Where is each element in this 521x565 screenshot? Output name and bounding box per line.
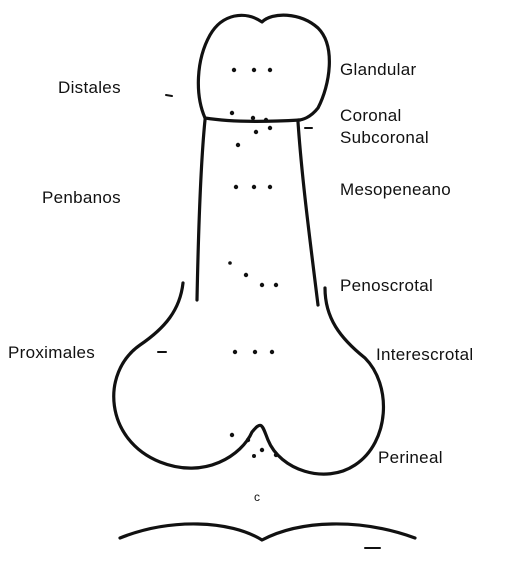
- label-perineal: Perineal: [378, 448, 443, 468]
- dots-subcoronal: [236, 126, 272, 147]
- label-interescrotal: Interescrotal: [376, 345, 473, 365]
- label-subcoronal: Subcoronal: [340, 128, 429, 148]
- label-proximales: Proximales: [8, 343, 95, 363]
- shaft-left-outline: [197, 120, 205, 300]
- label-mesopeneano: Mesopeneano: [340, 180, 451, 200]
- dots-interescrotal: [233, 350, 274, 354]
- label-glandular: Glandular: [340, 60, 416, 80]
- dots-mesopeneano: [234, 185, 272, 189]
- label-coronal: Coronal: [340, 106, 402, 126]
- label-penoscrotal: Penoscrotal: [340, 276, 433, 296]
- label-small-mark: c: [254, 490, 260, 504]
- dots-penoscrotal: [228, 261, 278, 287]
- label-distales: Distales: [58, 78, 121, 98]
- scrotum-outline: [114, 283, 384, 474]
- leader-distales: [166, 95, 172, 96]
- perineum-curve: [120, 524, 415, 540]
- dots-glandular: [232, 68, 272, 72]
- shaft-right-outline: [298, 122, 318, 305]
- label-penianos: Penbanos: [42, 188, 121, 208]
- glans-outline: [198, 15, 329, 120]
